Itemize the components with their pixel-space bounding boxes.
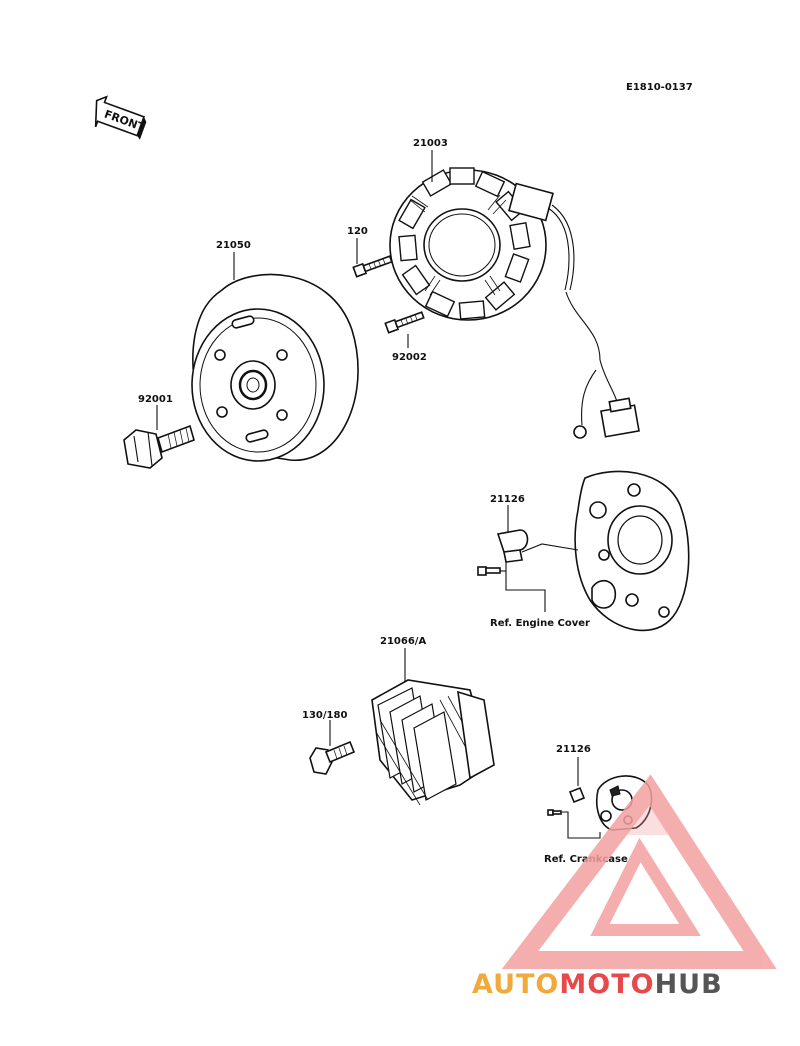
callout-stator: 21003 [413,138,448,149]
clamp-screw-top [477,566,501,576]
watermark-part1: AUTO [472,969,559,1000]
callout-clamp-top: 21126 [490,494,525,505]
watermark-part3: HUB [655,969,723,1000]
callout-rotor-bolt: 92001 [138,394,173,405]
watermark-part2: MOTO [559,969,654,1000]
front-arrow-icon: FRONT [94,95,147,140]
rotor-bolt [123,424,195,469]
bolt-120 [352,255,393,278]
bolt-130-180 [309,740,356,775]
clamp-top [496,529,529,563]
callout-rotor: 21050 [216,240,251,251]
rotor [191,273,359,462]
callout-bolt-92002: 92002 [392,352,427,363]
watermark-logo [501,774,777,969]
engine-cover [574,470,690,632]
callout-bolt-120: 120 [347,226,368,237]
diagram-code: E1810-0137 [626,82,693,93]
bolt-92002 [384,311,425,334]
callout-bolt-130-180: 130/180 [302,710,347,721]
regulator-rectifier [371,679,495,806]
stator [389,167,640,439]
clamp-bottom [568,786,586,804]
callout-regulator: 21066/A [380,636,426,647]
watermark-text: AUTOMOTOHUB [472,969,723,1000]
callout-ref-engine-cover: Ref. Engine Cover [490,618,590,629]
callout-clamp-bottom: 21126 [556,744,591,755]
clamp-screw-bottom [547,809,562,816]
